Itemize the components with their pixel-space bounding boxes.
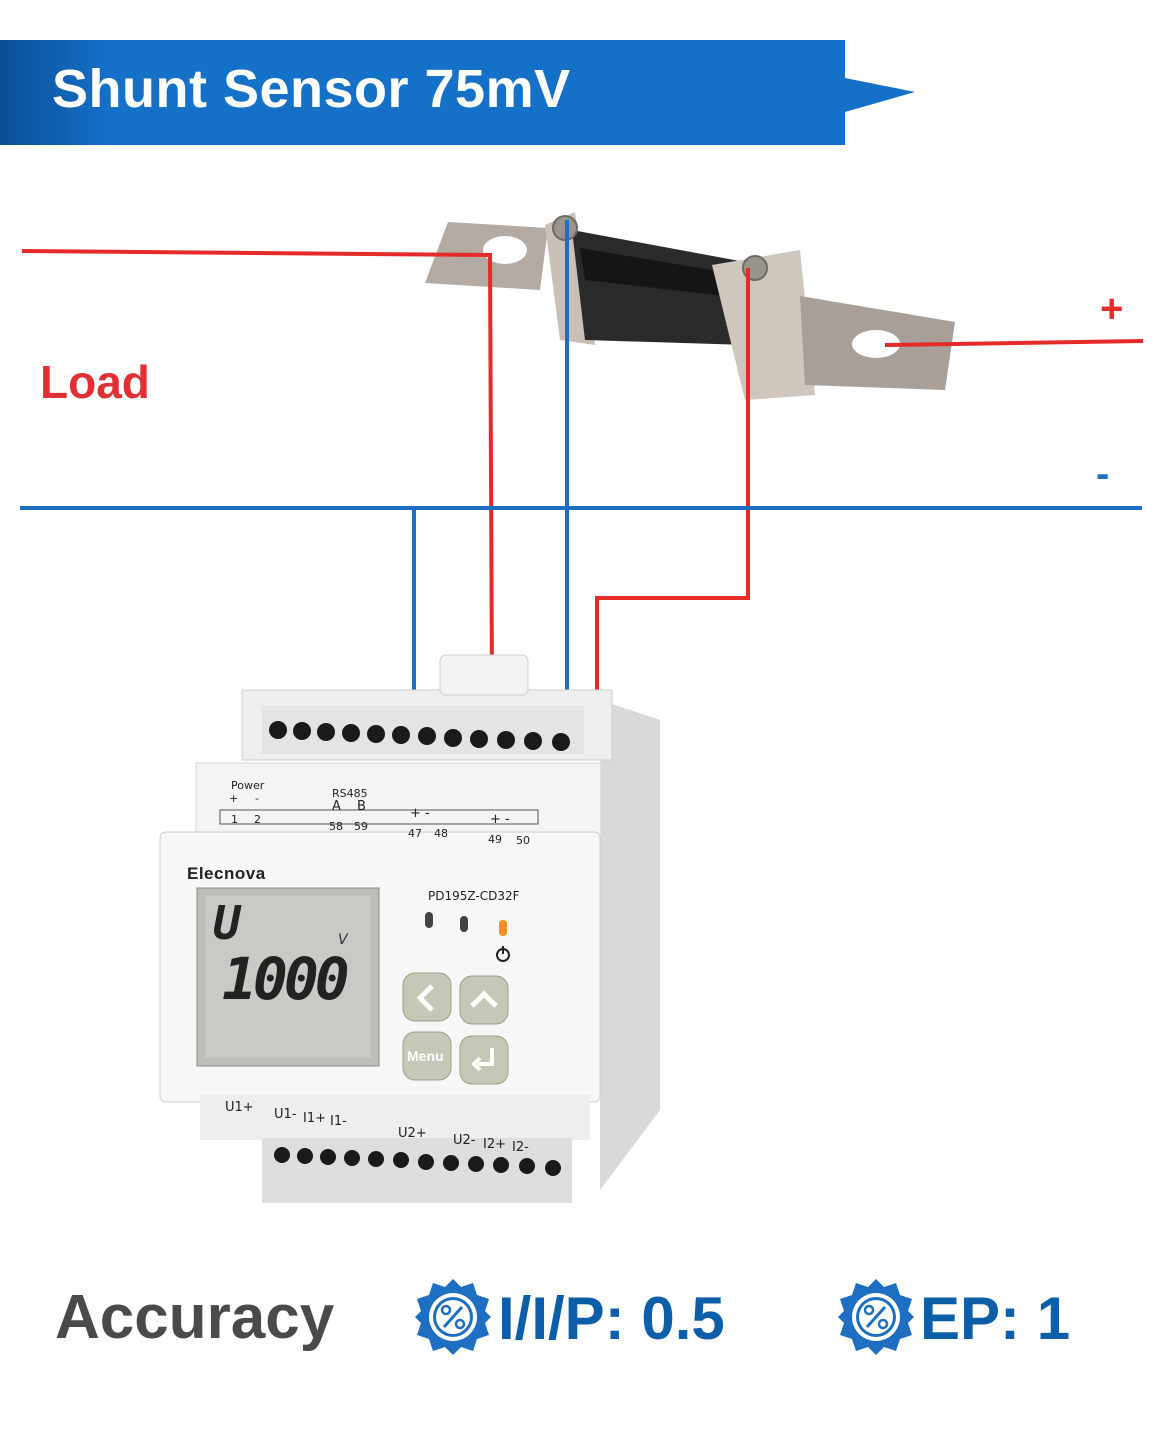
- energy-meter: [159, 654, 660, 1203]
- lcd-top-symbol: U: [213, 896, 241, 950]
- bottom-terminal-label: U1+: [225, 1100, 254, 1115]
- device-brand: Elecnova: [187, 864, 266, 883]
- bottom-terminal-label: I2-: [512, 1140, 529, 1155]
- blue-wires: [20, 220, 1142, 702]
- terminal-num-1: 1: [231, 813, 238, 826]
- lcd-value: 1000: [222, 945, 350, 1013]
- power-plus: +: [229, 792, 239, 805]
- pulse1-terminals: + -: [410, 806, 430, 821]
- bottom-terminal-label: U2-: [453, 1133, 476, 1148]
- rs485-label: RS485: [332, 787, 368, 800]
- terminal-num-49: 49: [488, 833, 502, 846]
- rs485-b: B: [357, 799, 366, 814]
- accuracy-label: Accuracy: [55, 1283, 335, 1352]
- rs485-a: A: [332, 799, 341, 814]
- title-banner: Shunt Sensor 75mV: [0, 40, 1175, 145]
- percent-badge-icon: [838, 1279, 914, 1355]
- bottom-terminal-label: U1-: [274, 1107, 297, 1122]
- terminal-num-59: 59: [354, 820, 368, 833]
- bottom-terminal-label: I2+: [483, 1137, 506, 1152]
- terminal-num-47: 47: [408, 827, 422, 840]
- terminal-num-58: 58: [329, 820, 343, 833]
- terminal-num-50: 50: [516, 834, 530, 847]
- terminal-num-48: 48: [434, 827, 448, 840]
- minus-label: -: [1096, 452, 1110, 496]
- pulse2-terminals: + -: [490, 812, 510, 827]
- banner-title: Shunt Sensor 75mV: [52, 59, 571, 119]
- plus-label: +: [1100, 287, 1124, 331]
- shunt-resistor: [425, 212, 955, 400]
- banner-shape: [0, 40, 915, 145]
- menu-button-label: Menu: [407, 1048, 444, 1064]
- power-minus: -: [255, 792, 259, 805]
- accuracy-current-value: I/I/P: 0.5: [498, 1285, 725, 1352]
- percent-badge-icon: [415, 1279, 491, 1355]
- bottom-terminal-label: U2+: [398, 1126, 427, 1141]
- accuracy-energy-value: EP: 1: [920, 1285, 1071, 1352]
- load-label: Load: [40, 356, 150, 408]
- bottom-terminal-label: I1+: [303, 1111, 326, 1126]
- terminal-num-2: 2: [254, 813, 261, 826]
- lcd-unit: V: [338, 932, 348, 948]
- bottom-terminal-label: I1-: [330, 1114, 347, 1129]
- device-model: PD195Z-CD32F: [428, 889, 520, 903]
- power-label: Power: [231, 779, 265, 792]
- red-wires: [21, 249, 1144, 702]
